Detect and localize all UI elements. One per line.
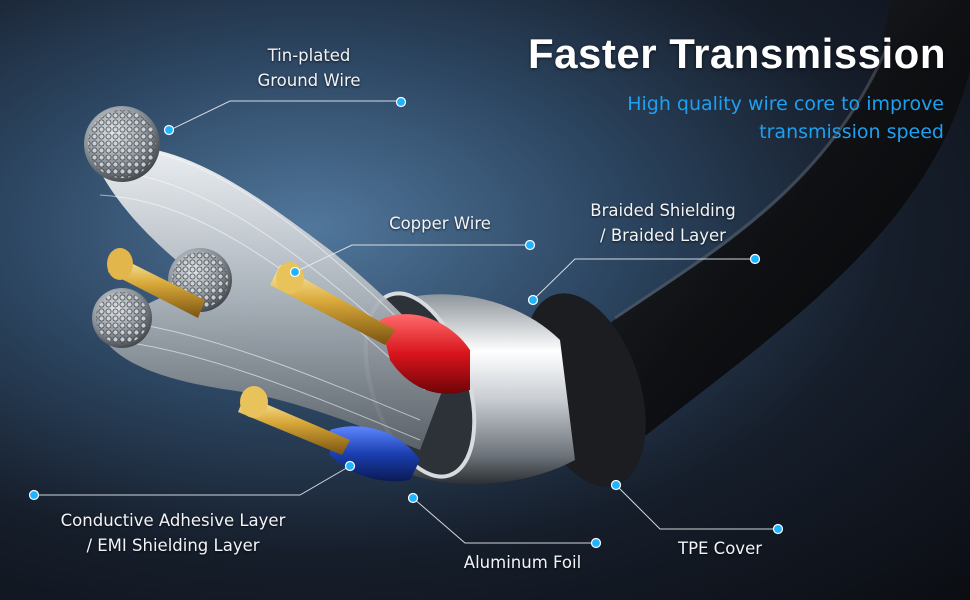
label-braided-shielding: Braided Shielding / Braided Layer: [578, 198, 748, 248]
label-tpe-cover: TPE Cover: [677, 539, 762, 558]
label-braided-line-2: / Braided Layer: [600, 226, 726, 245]
strand-end-lower-dots: [96, 292, 148, 344]
marker-ground-wire: [163, 124, 175, 136]
ground-wire-end-dots: [88, 110, 156, 178]
callout-markers: [28, 96, 784, 549]
label-copper-wire: Copper Wire: [389, 214, 491, 233]
red-insulation: [380, 314, 470, 394]
label-conductive-layer: Conductive Adhesive Layer / EMI Shieldin…: [44, 508, 302, 558]
marker-braided-end: [749, 253, 761, 265]
marker-ground-wire-end: [395, 96, 407, 108]
headline-title: Faster Transmission: [528, 30, 946, 77]
braided-strands: [90, 146, 450, 450]
copper-core-upper-end: [276, 262, 304, 294]
marker-conductive: [344, 460, 356, 472]
gold-pin: [108, 255, 205, 318]
tpe-jacket: [600, 0, 970, 440]
marker-aluminum: [407, 492, 419, 504]
label-conductive-line-1: Conductive Adhesive Layer: [60, 511, 286, 530]
copper-core-lower-end: [240, 386, 268, 418]
gold-pin-end: [107, 248, 133, 280]
headline-subtitle: High quality wire core to improve transm…: [524, 90, 944, 146]
leader-lines: [34, 100, 778, 544]
marker-braided: [527, 294, 539, 306]
label-conductive-line-2: / EMI Shielding Layer: [86, 536, 260, 555]
marker-copper-wire: [289, 266, 301, 278]
marker-tpe-end: [772, 523, 784, 535]
subtitle-line-2: transmission speed: [759, 121, 944, 143]
label-aluminum-foil: Aluminum Foil: [463, 553, 582, 572]
label-ground-wire-line-2: Ground Wire: [257, 71, 361, 90]
marker-copper-wire-end: [524, 239, 536, 251]
label-ground-wire-line-1: Tin-plated: [267, 46, 351, 65]
label-braided-line-1: Braided Shielding: [590, 201, 736, 220]
marker-conductive-end: [28, 489, 40, 501]
label-ground-wire: Tin-plated Ground Wire: [244, 43, 374, 93]
marker-tpe: [610, 479, 622, 491]
jacket-highlight: [614, 39, 892, 320]
marker-aluminum-end: [590, 537, 602, 549]
subtitle-line-1: High quality wire core to improve: [627, 93, 944, 115]
